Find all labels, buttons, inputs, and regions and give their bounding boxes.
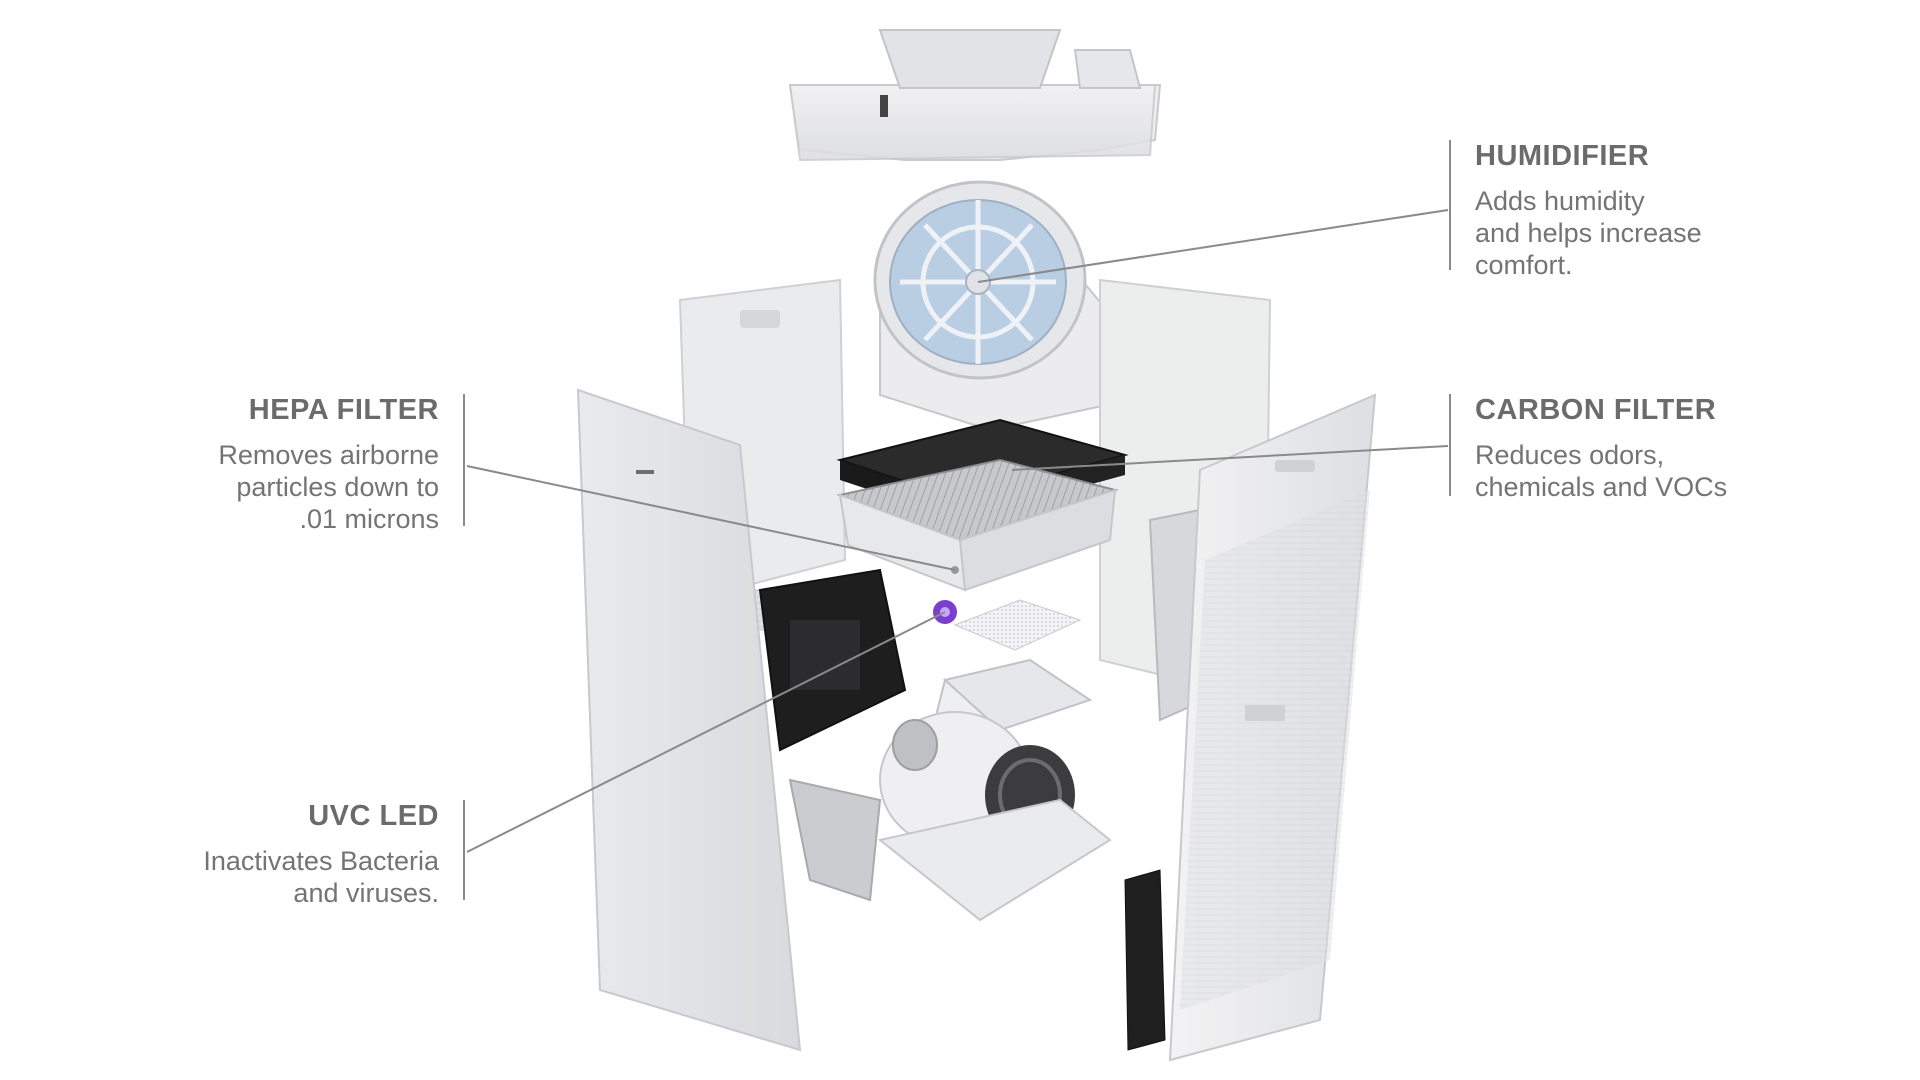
side-bracket [1124,869,1166,1051]
callout-description: Adds humidity and helps increase comfort… [1475,186,1702,280]
leader-lines [466,209,1449,853]
leader-hepa [466,465,956,571]
callout-title: HUMIDIFIER [1475,140,1650,172]
leader-uvc [466,611,946,853]
callout-carbon-filter: CARBON FILTER Reduces odors, chemicals a… [1449,394,1805,503]
mesh-screen [953,599,1082,651]
callout-rule [463,394,465,526]
motor-housing [758,568,907,902]
callout-title: UVC LED [308,800,439,832]
callout-title: CARBON FILTER [1475,394,1717,426]
callout-humidifier: HUMIDIFIER Adds humidity and helps incre… [1449,140,1805,281]
callout-hepa-filter: HEPA FILTER Removes airborne particles d… [115,394,465,535]
callout-rule [463,800,465,900]
callout-rule [1449,394,1451,496]
front-right-panel [1168,393,1377,1062]
leader-carbon [1011,445,1449,471]
callout-description: Removes airborne particles down to .01 m… [218,440,439,534]
humidifier-assembly [873,180,1142,432]
callout-description: Inactivates Bacteria and viruses. [203,846,439,908]
callout-title: HEPA FILTER [248,394,439,426]
blower-fan [877,658,1112,922]
callout-uvc-led: UVC LED Inactivates Bacteria and viruses… [115,800,465,909]
leader-humidifier [977,209,1449,283]
top-cover [788,29,1162,162]
callout-description: Reduces odors, chemicals and VOCs [1475,440,1728,502]
hepa-filter [836,458,1119,592]
callout-rule [1449,140,1451,270]
